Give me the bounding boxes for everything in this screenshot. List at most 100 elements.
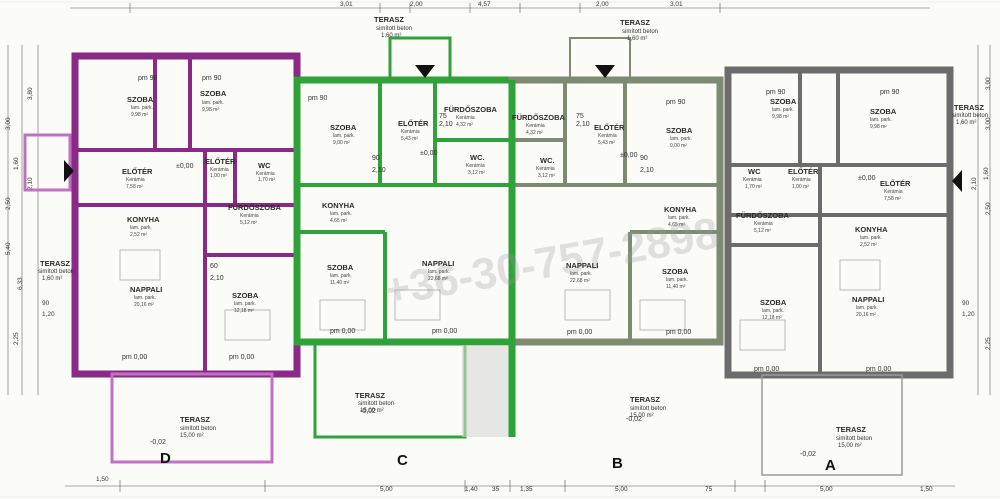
- svg-text:WC.: WC.: [540, 156, 555, 165]
- svg-text:simított beton: simított beton: [952, 113, 988, 119]
- svg-text:15,00 m²: 15,00 m²: [630, 413, 654, 419]
- svg-text:2,10: 2,10: [640, 167, 654, 174]
- svg-text:KONYHA: KONYHA: [127, 215, 160, 224]
- unit-a-inner-walls: [728, 70, 950, 375]
- svg-text:-0,02: -0,02: [360, 408, 376, 415]
- svg-text:Kerámia: Kerámia: [754, 221, 773, 227]
- svg-text:60: 60: [210, 263, 218, 270]
- unit-d-front-terrace: [110, 372, 274, 464]
- left-dim-8: 1,20: [42, 311, 55, 318]
- svg-text:7,58 m²: 7,58 m²: [126, 184, 143, 190]
- svg-text:TERASZ: TERASZ: [620, 18, 650, 27]
- svg-text:22,68 m²: 22,68 m²: [428, 276, 448, 282]
- svg-text:pm 90: pm 90: [880, 89, 900, 96]
- svg-text:TERASZ: TERASZ: [836, 425, 866, 434]
- svg-text:2,52 m²: 2,52 m²: [130, 232, 147, 238]
- svg-text:5,12 m²: 5,12 m²: [240, 220, 257, 226]
- entry-arrow-a: [952, 170, 962, 192]
- svg-text:±0,00: ±0,00: [620, 152, 638, 159]
- svg-text:11,40 m²: 11,40 m²: [666, 284, 686, 290]
- left-dim-10: 2,25: [13, 332, 20, 345]
- right-dim-3: 3,00: [985, 117, 992, 130]
- svg-text:SZOBA: SZOBA: [870, 107, 897, 116]
- svg-text:22,68 m²: 22,68 m²: [570, 278, 590, 284]
- svg-text:WC: WC: [748, 167, 761, 176]
- svg-text:lam. park.: lam. park.: [428, 269, 450, 275]
- svg-text:9,00 m²: 9,00 m²: [670, 143, 687, 149]
- left-dim-1: 1,60: [13, 157, 20, 170]
- svg-text:±0,00: ±0,00: [420, 150, 438, 157]
- svg-text:5,43 m²: 5,43 m²: [598, 140, 615, 146]
- svg-text:SZOBA: SZOBA: [127, 95, 154, 104]
- svg-text:pm 0,00: pm 0,00: [330, 328, 355, 335]
- svg-text:ELŐTÉR: ELŐTÉR: [398, 119, 429, 128]
- svg-text:SZOBA: SZOBA: [770, 97, 797, 106]
- svg-text:2,10: 2,10: [372, 167, 386, 174]
- svg-text:5,12 m²: 5,12 m²: [754, 228, 771, 234]
- bed-c: [319, 299, 366, 331]
- svg-text:Kerámia: Kerámia: [456, 115, 475, 121]
- svg-text:Kerámia: Kerámia: [743, 177, 762, 183]
- svg-text:1,00 m²: 1,00 m²: [792, 184, 809, 190]
- svg-text:FÜRDŐSZOBA: FÜRDŐSZOBA: [512, 113, 565, 122]
- svg-text:lam. park.: lam. park.: [860, 235, 882, 241]
- svg-text:FÜRDŐSZOBA: FÜRDŐSZOBA: [736, 211, 789, 220]
- top-dim-3: 4,57: [478, 1, 491, 8]
- svg-text:2,52 m²: 2,52 m²: [860, 242, 877, 248]
- svg-text:FÜRDŐSZOBA: FÜRDŐSZOBA: [228, 203, 281, 212]
- svg-text:2,10: 2,10: [439, 121, 453, 128]
- left-dim-2: 2,10: [27, 177, 34, 190]
- svg-text:NAPPALI: NAPPALI: [130, 285, 162, 294]
- svg-text:90: 90: [640, 155, 648, 162]
- top-dim-5: 3,01: [670, 1, 683, 8]
- svg-text:Kerámia: Kerámia: [792, 177, 811, 183]
- top-dim-4: 2,00: [596, 1, 609, 8]
- svg-text:1,70 m²: 1,70 m²: [258, 177, 275, 183]
- unit-a-front-terrace: [761, 374, 903, 476]
- svg-text:ELŐTÉR: ELŐTÉR: [594, 123, 625, 132]
- svg-text:-0,02: -0,02: [626, 416, 642, 423]
- dining-table-d: [119, 249, 161, 281]
- svg-text:Kerámia: Kerámia: [256, 171, 275, 177]
- left-dim-4: 3,80: [27, 87, 34, 100]
- bottom-dim-8: 5,00: [820, 486, 833, 493]
- svg-text:pm 0,00: pm 0,00: [229, 354, 254, 361]
- svg-text:9,00 m²: 9,00 m²: [333, 140, 350, 146]
- svg-text:lam. park.: lam. park.: [330, 211, 352, 217]
- door-labels: 90 2,10 75 2,10 60 2,10 75 2,10 90 2,10: [210, 113, 654, 282]
- svg-text:NAPPALI: NAPPALI: [566, 261, 598, 270]
- top-dim-2: 2,00: [410, 1, 423, 8]
- bottom-dim-7: 75: [705, 486, 713, 493]
- svg-text:Kerámia: Kerámia: [884, 189, 903, 195]
- svg-text:TERASZ: TERASZ: [630, 395, 660, 404]
- dining-table-b: [564, 289, 611, 321]
- svg-text:KONYHA: KONYHA: [322, 201, 355, 210]
- svg-text:3,12 m²: 3,12 m²: [468, 170, 485, 176]
- unit-label-b: B: [612, 455, 623, 472]
- left-dim-9: 90: [42, 300, 50, 307]
- svg-text:simított beton: simított beton: [630, 406, 666, 412]
- svg-text:KONYHA: KONYHA: [664, 205, 697, 214]
- svg-text:ELŐTÉR: ELŐTÉR: [788, 167, 819, 176]
- left-dim-6: 5,40: [5, 242, 12, 255]
- svg-text:Kerámia: Kerámia: [210, 167, 229, 173]
- svg-text:±0,00: ±0,00: [858, 175, 876, 182]
- svg-text:lam. park.: lam. park.: [668, 215, 690, 221]
- svg-text:9,98 m²: 9,98 m²: [870, 124, 887, 130]
- right-dim-5: 2,50: [985, 202, 992, 215]
- unit-c-inner-walls: [297, 80, 512, 342]
- right-dim-8: 2,25: [985, 337, 992, 350]
- bed-a: [739, 319, 786, 351]
